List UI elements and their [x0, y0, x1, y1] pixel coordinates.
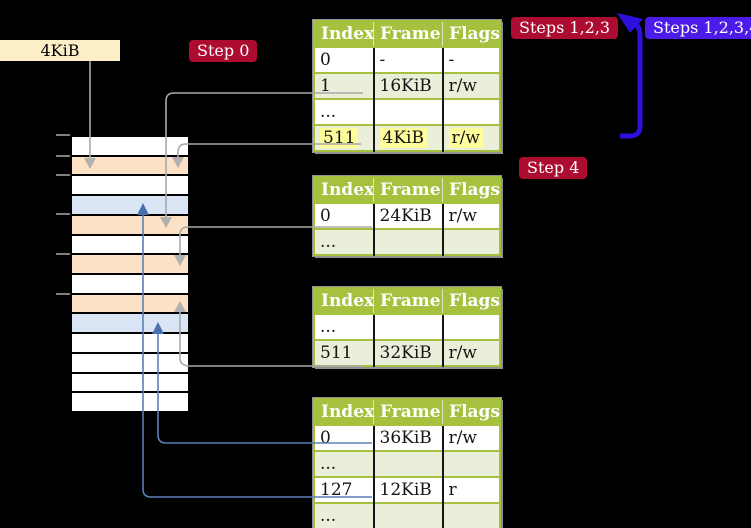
badge-step-0: Step 0 [189, 40, 258, 62]
arrowhead-up-left-icon [617, 13, 643, 33]
cell: 511 [314, 339, 374, 366]
column-header: Frame [373, 288, 443, 314]
highlighted-value: 511 [320, 128, 359, 148]
cell [441, 228, 500, 255]
memory-frame-row [72, 174, 188, 195]
badge-steps-1-2-3: Steps 1,2,3 [511, 17, 619, 39]
cell [441, 313, 500, 340]
cell: 1 [314, 72, 374, 99]
cell: 36KiB [372, 424, 443, 451]
memory-frame-row [72, 391, 188, 412]
cell: - [441, 46, 500, 73]
table-row: ... [314, 502, 500, 528]
highlighted-value: r/w [448, 128, 483, 148]
cell: r/w [441, 424, 500, 451]
cell: ... [314, 228, 374, 255]
memory-frame-row [72, 273, 188, 293]
memory-frame-row [72, 371, 188, 392]
memory-frame-row [72, 292, 188, 313]
column-header: Flags [442, 177, 500, 203]
cell: 16KiB [372, 72, 443, 99]
cell: ... [314, 313, 374, 340]
highlighted-value: 4KiB [379, 128, 427, 148]
cell [441, 450, 500, 477]
memory-frame-row [72, 154, 188, 175]
cell: ... [314, 502, 374, 528]
column-header: Index [314, 399, 374, 425]
cell [372, 450, 443, 477]
physical-memory-strip [70, 135, 190, 413]
memory-frame-row [72, 312, 188, 333]
cell: - [372, 46, 443, 73]
column-header: Frame [373, 177, 443, 203]
column-header: Index [314, 21, 374, 47]
cell: r [441, 476, 500, 503]
cell: 32KiB [372, 339, 443, 366]
cell [372, 502, 443, 528]
column-header: Frame [373, 21, 443, 47]
cell [441, 98, 500, 125]
cell: 12KiB [372, 476, 443, 503]
badge-steps-1-2-3-4: Steps 1,2,3,4 [645, 17, 751, 39]
table-row: 0-- [314, 46, 500, 73]
table-row: ... [314, 228, 500, 255]
column-header: Flags [442, 399, 500, 425]
page-size-label: 4KiB [0, 40, 120, 61]
memory-frame-row [72, 213, 188, 234]
column-header: Frame [373, 399, 443, 425]
cell: 0 [314, 202, 374, 229]
column-header: Flags [442, 288, 500, 314]
column-header: Index [314, 288, 374, 314]
column-header: Flags [442, 21, 500, 47]
recursive-loop-arrow [617, 13, 643, 139]
cell: r/w [441, 72, 500, 99]
memory-frame-row [72, 253, 188, 274]
cell: r/w [441, 339, 500, 366]
cell: 0 [314, 424, 374, 451]
badge-step-4: Step 4 [519, 157, 588, 179]
cell: ... [314, 98, 374, 125]
cell: 4KiB [372, 124, 443, 151]
cell [441, 502, 500, 528]
memory-frame-row [72, 137, 188, 155]
cell [372, 228, 443, 255]
cell: 24KiB [372, 202, 443, 229]
cell: 127 [314, 476, 374, 503]
cell: 511 [314, 124, 374, 151]
cell [372, 313, 443, 340]
table-row: ... [314, 98, 500, 125]
table-row: ... [314, 450, 500, 477]
memory-frame-row [72, 351, 188, 372]
cell: r/w [441, 202, 500, 229]
address-tick-marks [56, 134, 70, 295]
table-row: 511 4KiB r/w [314, 124, 500, 151]
memory-frame-row [72, 233, 188, 254]
cell: ... [314, 450, 374, 477]
column-header: Index [314, 177, 374, 203]
memory-frame-row [72, 194, 188, 214]
cell: r/w [441, 124, 500, 151]
cell [372, 98, 443, 125]
cell: 0 [314, 46, 374, 73]
memory-frame-row [72, 332, 188, 352]
table-row: ... [314, 313, 500, 340]
